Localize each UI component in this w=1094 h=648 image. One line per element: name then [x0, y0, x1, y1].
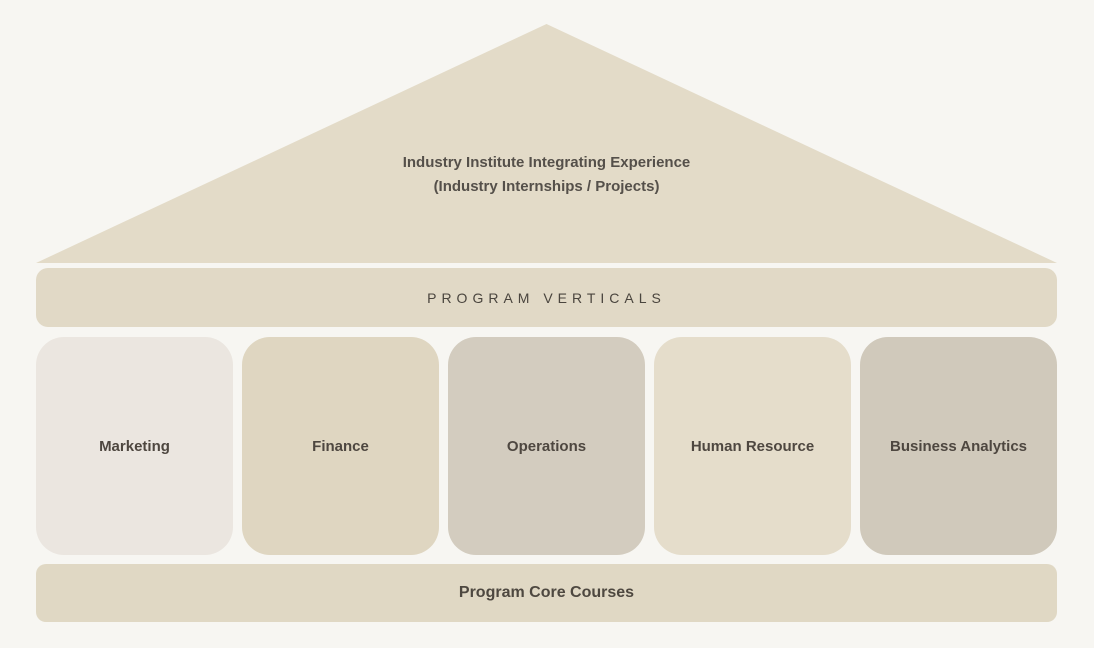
pillar-human-resource-label: Human Resource [690, 437, 815, 455]
pillar-operations: Operations [448, 337, 645, 555]
pillars-row: Marketing Finance Operations Human Resou… [36, 337, 1057, 555]
roof-title-line2: (Industry Internships / Projects) [433, 178, 660, 195]
pillar-operations-label: Operations [506, 437, 587, 455]
roof-title: Industry Institute Integrating Experienc… [36, 151, 1057, 199]
program-verticals-label: PROGRAM VERTICALS [427, 289, 666, 306]
core-courses-bar: Program Core Courses [36, 564, 1057, 622]
pillar-business-analytics-label: Business Analytics [890, 437, 1027, 455]
pillar-marketing: Marketing [36, 337, 233, 555]
roof-title-line1: Industry Institute Integrating Experienc… [402, 154, 691, 171]
pillar-human-resource: Human Resource [654, 337, 851, 555]
pillar-business-analytics: Business Analytics [860, 337, 1057, 555]
pillar-marketing-label: Marketing [99, 437, 170, 455]
program-verticals-bar: PROGRAM VERTICALS [36, 268, 1057, 327]
pillar-finance-label: Finance [312, 437, 369, 455]
core-courses-label: Program Core Courses [458, 584, 635, 601]
pillar-finance: Finance [242, 337, 439, 555]
roof-triangle: Industry Institute Integrating Experienc… [36, 24, 1057, 263]
